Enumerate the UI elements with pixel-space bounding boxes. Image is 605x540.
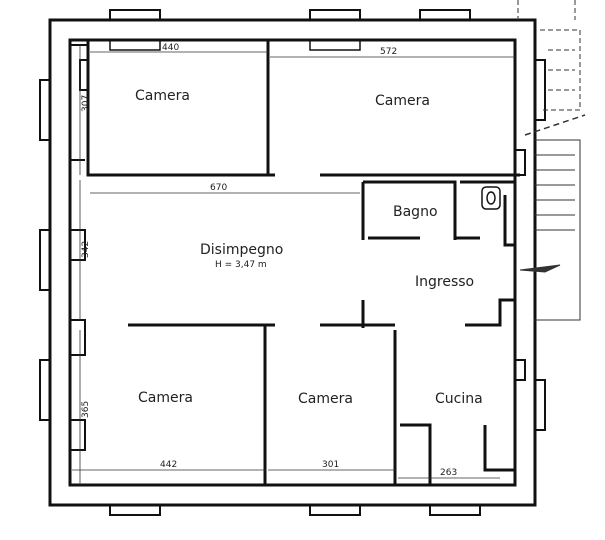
dim-kitchen: 263 <box>440 468 457 478</box>
dim-middle-height: 342 <box>81 241 91 258</box>
ceiling-height-note: H = 3,47 m <box>215 260 267 270</box>
dim-top-height: 307 <box>81 95 91 112</box>
dimension-lines <box>72 45 515 485</box>
room-label-kitchen: Cucina <box>435 391 483 407</box>
room-label-top-left: Camera <box>135 88 190 104</box>
dim-bottom-middle: 301 <box>322 460 339 470</box>
room-label-bottom-left: Camera <box>138 390 193 406</box>
interior-walls <box>86 40 520 485</box>
toilet-icon <box>481 186 501 210</box>
room-label-entrance: Ingresso <box>415 274 474 290</box>
dim-top-right: 572 <box>380 47 397 57</box>
room-label-bathroom: Bagno <box>393 204 438 220</box>
dim-hallway: 670 <box>210 183 227 193</box>
dim-bottom-left: 442 <box>160 460 177 470</box>
stairs <box>517 0 586 321</box>
outer-walls <box>39 9 546 516</box>
room-label-hallway: Disimpegno <box>200 242 283 258</box>
room-label-top-right: Camera <box>375 93 430 109</box>
room-label-bottom-middle: Camera <box>298 391 353 407</box>
dim-bottom-height: 365 <box>81 401 91 418</box>
dim-top-left: 440 <box>162 43 179 53</box>
